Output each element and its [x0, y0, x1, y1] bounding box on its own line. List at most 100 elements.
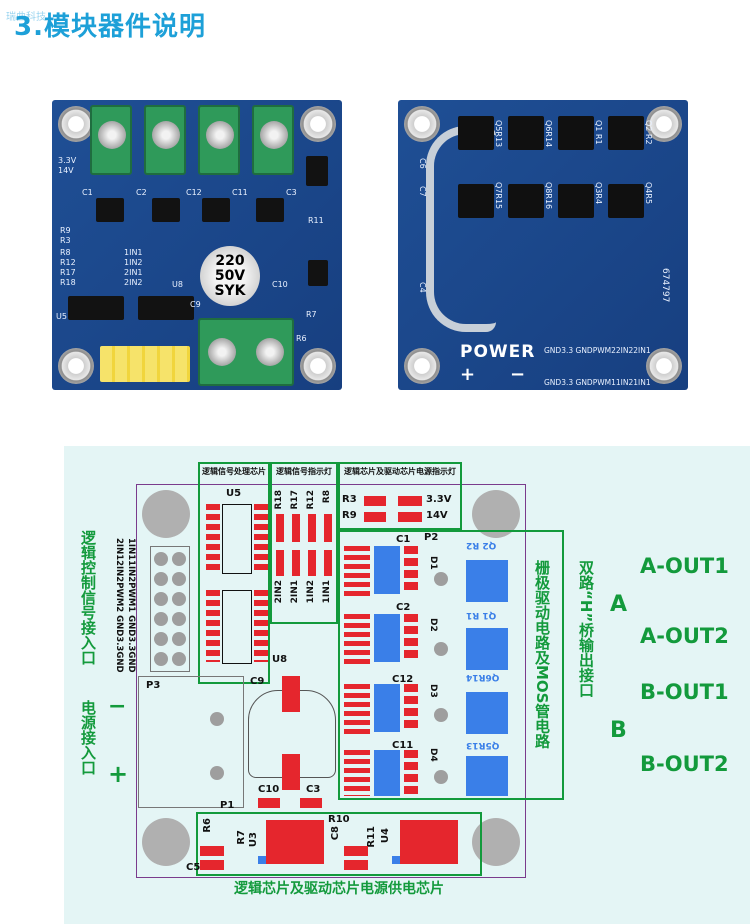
silk-label: C7: [418, 186, 427, 197]
C12-label: C12: [392, 674, 414, 685]
corner-hole: [142, 490, 190, 538]
silk-label: 14V: [58, 166, 74, 175]
pin-hole: [172, 572, 186, 586]
P1-label: P1: [220, 800, 235, 811]
silk-label: U8: [172, 280, 183, 289]
U5-label: U5: [226, 488, 242, 499]
pin-hole: [154, 652, 168, 666]
pin-row-label: 1IN11IN2PWM1 GND3.3GND: [126, 538, 136, 673]
zone-title: 逻辑信号指示灯: [276, 467, 332, 476]
pin-hole: [172, 632, 186, 646]
pin-hole: [172, 652, 186, 666]
silk-label: C2: [136, 188, 147, 197]
regulator-chip: [308, 260, 328, 286]
pin-row-label: GND3.3 GNDPWM11IN21IN1: [544, 378, 651, 387]
screw-icon: [206, 121, 234, 149]
silk-label: Q5R13: [494, 120, 503, 148]
via-hole: [434, 642, 448, 656]
part-code: 674797: [660, 268, 670, 303]
silk-label: C9: [190, 300, 201, 309]
pin-hole: [172, 552, 186, 566]
pin-hole: [172, 612, 186, 626]
R11-label: R11: [366, 826, 377, 848]
silk-label: R12: [60, 258, 76, 267]
silk-label: 3.3V: [58, 156, 77, 165]
pad: [200, 860, 224, 870]
resistor-pad: [324, 514, 332, 542]
C9-label: C9: [250, 676, 265, 687]
via-hole: [434, 770, 448, 784]
capacitor-label: 220: [215, 253, 245, 269]
group-label-a: A: [610, 592, 628, 617]
mosfet: [508, 116, 544, 150]
C1-label: C1: [396, 534, 411, 545]
pin1-mark: [258, 856, 266, 864]
14v-label: 14V: [426, 510, 448, 521]
pad: [344, 846, 368, 856]
via-hole: [434, 572, 448, 586]
Q6R14-label: Q6R14: [466, 672, 500, 682]
silk-label: Q4R5: [644, 182, 653, 205]
resistor-pad: [276, 514, 284, 542]
driver-chip: [152, 198, 180, 222]
power-label: POWER: [460, 342, 536, 362]
resistor-pad: [292, 514, 300, 542]
R8-label: R8: [322, 490, 332, 504]
output-label-b-out1: B-OUT1: [640, 680, 729, 704]
mos-drive-zone: [338, 530, 564, 800]
silk-label: U5: [56, 312, 67, 321]
power-wire: [426, 126, 496, 332]
mosfet: [558, 116, 594, 150]
Q1R1-label: Q1 R1: [466, 610, 497, 620]
silk-label: Q7R15: [494, 182, 503, 210]
silk-label: Q8R16: [544, 182, 553, 210]
R3-pad: [364, 496, 386, 506]
in11-label: 1IN1: [322, 580, 332, 604]
pad: [344, 860, 368, 870]
silk-label: Q1 R1: [594, 120, 603, 145]
silk-label: 1IN1: [124, 248, 143, 257]
via-hole: [434, 708, 448, 722]
screw-icon: [98, 121, 126, 149]
mount-hole: [404, 106, 440, 142]
screw-terminal: [90, 105, 132, 175]
pad-row: [254, 590, 268, 662]
R9-label: R9: [342, 510, 357, 521]
Q5R13-label: Q5R13: [466, 740, 500, 750]
C2-label: C2: [396, 602, 411, 613]
R18-label: R18: [274, 490, 284, 510]
driver-chip: [374, 750, 400, 796]
screw-icon: [256, 338, 284, 366]
mount-hole: [646, 106, 682, 142]
pin-hole: [154, 552, 168, 566]
silk-label: 2IN2: [124, 278, 143, 287]
mosfet: [608, 184, 644, 218]
capacitor-label: SYK: [214, 283, 246, 299]
corner-hole: [142, 818, 190, 866]
led-pad: [398, 512, 422, 522]
logic-input-label: 逻辑控制信号接入口: [79, 530, 97, 665]
pin1-mark: [392, 856, 400, 864]
resistor-pads: [404, 546, 418, 594]
driver-pads: [344, 546, 370, 596]
output-label-a-out1: A-OUT1: [640, 554, 729, 578]
power-plus-sign: +: [460, 364, 476, 385]
mosfet: [508, 184, 544, 218]
pin-hole: [172, 592, 186, 606]
C3-pad: [300, 798, 322, 808]
3v3-label: 3.3V: [426, 494, 452, 505]
led-pad: [276, 550, 284, 576]
C10-pad: [258, 798, 280, 808]
silk-label: C10: [272, 280, 288, 289]
front-board-photo: 220 50V SYK 3.3V 14V R9 R3 R8 R12 R17 R1…: [52, 100, 342, 390]
mosfet: [608, 116, 644, 150]
pin-hole: [154, 612, 168, 626]
silk-label: 2IN1: [124, 268, 143, 277]
silk-label: C11: [232, 188, 248, 197]
mosfet: [558, 184, 594, 218]
silk-label: Q3R4: [594, 182, 603, 205]
power-screw-terminal: [198, 318, 294, 386]
silk-label: R7: [306, 310, 317, 319]
silk-label: Q2 R2: [644, 120, 653, 145]
silk-label: R11: [308, 216, 324, 225]
